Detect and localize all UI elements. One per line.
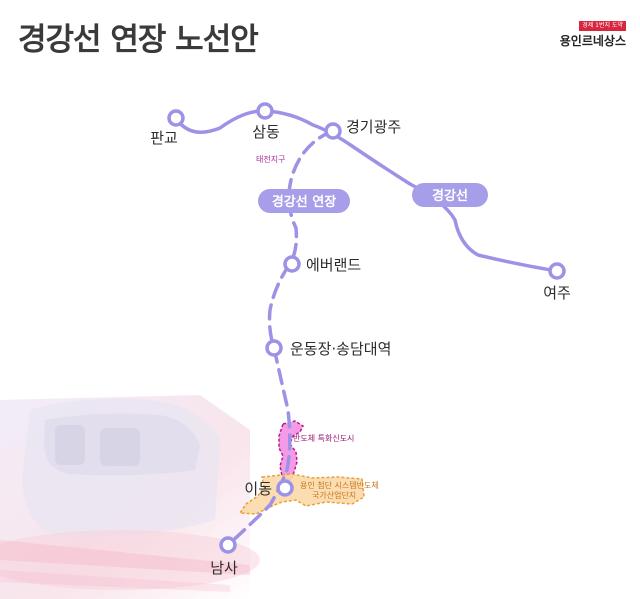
station-undongjang[interactable]: 운동장·송담대역 <box>265 339 391 358</box>
station-gyeonggi-gwangju[interactable]: 경기광주 <box>324 118 401 140</box>
logo-brand: 용인르네상스 <box>559 34 626 48</box>
station-label: 이동 <box>244 480 272 498</box>
page-title: 경강선 연장 노선안 <box>18 22 259 58</box>
station-marker <box>167 109 185 127</box>
station-label: 여주 <box>543 284 571 302</box>
logo-tagline: 경제 1번지 도약 <box>579 21 626 31</box>
station-label: 운동장·송담대역 <box>290 340 391 358</box>
station-marker <box>219 536 237 554</box>
station-namsa[interactable]: 남사 <box>210 536 238 577</box>
semiconductor-city-label: 반도체 특화신도시 <box>293 433 354 443</box>
gyeonggang-line <box>174 109 559 273</box>
station-pangyo[interactable]: 판교 <box>150 109 185 147</box>
extension-pill: 경강선 연장 <box>258 189 350 213</box>
station-label: 삼동 <box>252 123 280 141</box>
station-samdong[interactable]: 삼동 <box>252 102 280 141</box>
semiconductor-city-zone <box>278 420 304 482</box>
station-marker <box>548 262 566 280</box>
train-background <box>0 395 260 599</box>
gyeonggang-pill-label: 경강선 <box>432 188 468 204</box>
cluster-label-line2: 국가산업단지 <box>312 490 356 500</box>
station-label: 에버랜드 <box>306 256 361 274</box>
station-marker <box>324 122 342 140</box>
station-marker <box>256 102 274 120</box>
station-label: 경기광주 <box>346 118 401 136</box>
station-yeoju[interactable]: 여주 <box>543 262 571 302</box>
station-idong[interactable]: 이동 <box>244 479 294 498</box>
taejeon-label: 태전지구 <box>256 154 285 164</box>
station-marker <box>265 339 283 357</box>
logo: 경제 1번지 도약 용인르네상스 <box>560 12 626 49</box>
station-marker <box>283 255 301 273</box>
cluster-label-line1: 용인 첨단 시스템반도체 <box>300 480 379 490</box>
station-label: 판교 <box>150 129 178 147</box>
gyeonggang-pill: 경강선 <box>412 183 488 207</box>
extension-pill-label: 경강선 연장 <box>272 194 336 210</box>
station-label: 남사 <box>210 559 238 577</box>
station-everland[interactable]: 에버랜드 <box>283 255 361 274</box>
station-marker <box>276 479 294 497</box>
